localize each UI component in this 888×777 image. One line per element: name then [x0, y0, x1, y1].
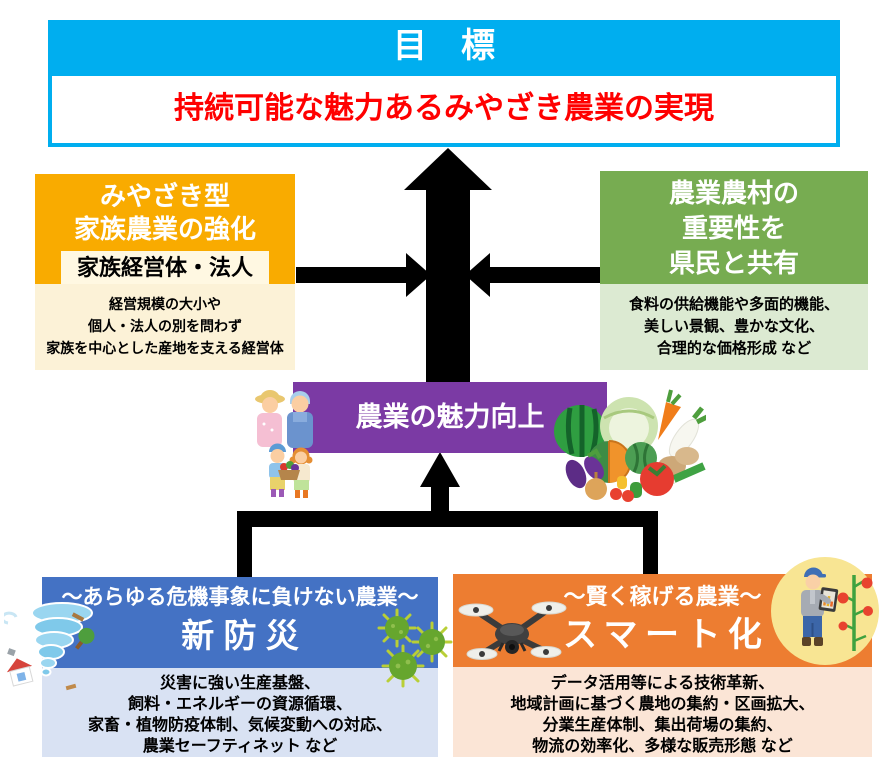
rural-importance-desc-line2: 美しい景観、豊かな文化、 — [643, 318, 824, 335]
rural-importance-title-line1: 農業農村の — [668, 178, 799, 208]
drone-icon — [458, 601, 567, 660]
smart-desc-line1: データ活用等による技術革新、 — [550, 675, 775, 692]
family-farming-title-line1: みやざき型 — [99, 181, 230, 211]
disaster-desc-line2: 飼料・エネルギーの資源循環、 — [127, 696, 352, 713]
left-right-arrow — [296, 253, 431, 297]
rural-importance-desc-line1: 食料の供給機能や多面的機能、 — [628, 296, 839, 313]
farmer-tablet-icon — [771, 557, 879, 665]
virus-icon — [377, 608, 453, 688]
family-farming-desc-line1: 経営規模の大小や — [109, 296, 221, 312]
rural-importance-header: 農業農村の 重要性を 県民と共有 — [600, 171, 868, 284]
family-farming-description: 経営規模の大小や 個人・法人の別を問わず 家族を中心とした産地を支える経営体 — [35, 284, 295, 370]
smart-desc-line4: 物流の効率化、多様な販売形態 など — [532, 738, 793, 755]
goal-header-label: 目 標 — [393, 27, 495, 65]
disaster-desc-line3: 家畜・植物防疫体制、気候変動への対応、 — [87, 717, 392, 734]
attractiveness-box: 農業の魅力向上 — [293, 382, 607, 453]
family-farming-title-line2: 家族農業の強化 — [73, 214, 256, 244]
goal-statement: 持続可能な魅力あるみやざき農業の実現 — [174, 92, 714, 125]
family-farming-badge: 家族経営体・法人 — [61, 251, 269, 284]
goal-header: 目 標 — [48, 20, 840, 72]
farm-family-icon — [255, 390, 313, 498]
smart-subtitle: 〜賢く稼げる農業〜 — [563, 584, 762, 609]
smart-description: データ活用等による技術革新、 地域計画に基づく農地の集約・区画拡大、 分業生産体… — [453, 667, 872, 757]
bottom-bracket — [237, 511, 658, 577]
disaster-desc-line1: 災害に強い生産基盤、 — [159, 675, 320, 692]
rural-importance-title-line3: 県民と共有 — [668, 248, 799, 278]
smart-desc-line3: 分業生産体制、集出荷場の集約、 — [542, 717, 783, 734]
disaster-header: 〜あらゆる危機事象に負けない農業〜 新防災 — [42, 577, 438, 668]
attractiveness-label: 農業の魅力向上 — [355, 402, 545, 432]
disaster-desc-line4: 農業セーフティネット など — [142, 738, 338, 755]
rural-importance-desc-line3: 合理的な価格形成 など — [656, 340, 812, 357]
goal-statement-box: 持続可能な魅力あるみやざき農業の実現 — [48, 72, 840, 147]
disaster-subtitle: 〜あらゆる危機事象に負けない農業〜 — [61, 586, 419, 609]
rural-importance-description: 食料の供給機能や多面的機能、 美しい景観、豊かな文化、 合理的な価格形成 など — [600, 284, 868, 370]
typhoon-icon — [4, 602, 95, 691]
family-farming-desc-line2: 個人・法人の別を問わず — [88, 318, 242, 334]
family-farming-header: みやざき型 家族農業の強化 家族経営体・法人 — [35, 174, 295, 284]
small-up-arrow — [420, 452, 460, 514]
vegetables-icon — [554, 389, 706, 502]
disaster-title: 新防災 — [181, 617, 308, 654]
family-farming-desc-line3: 家族を中心とした産地を支える経営体 — [46, 340, 284, 356]
rural-importance-title-line2: 重要性を — [681, 213, 786, 243]
big-up-arrow — [404, 148, 492, 383]
smart-desc-line2: 地域計画に基づく農地の集約・区画拡大、 — [510, 696, 815, 713]
right-left-arrow — [465, 253, 600, 297]
smart-title: スマート化 — [563, 616, 770, 654]
disaster-description: 災害に強い生産基盤、 飼料・エネルギーの資源循環、 家畜・植物防疫体制、気候変動… — [42, 668, 438, 757]
